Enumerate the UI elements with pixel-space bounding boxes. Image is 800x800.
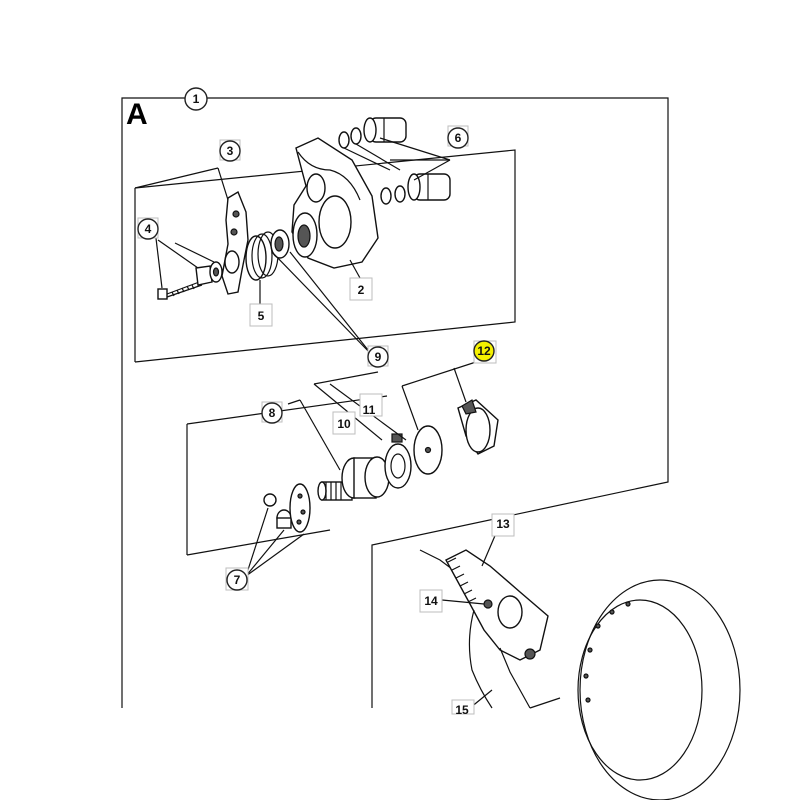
callout-11-label: 11: [363, 403, 376, 417]
callout-4: 4: [137, 217, 159, 240]
callout-3-label: 3: [227, 144, 234, 158]
bolt-assembly: [157, 261, 223, 300]
callout-6-label: 6: [455, 131, 462, 145]
callout-14: 14: [419, 589, 443, 613]
callout-12-label: 12: [477, 344, 491, 358]
pins: [263, 483, 311, 533]
bracket-body: [291, 137, 379, 269]
plate-disk: [413, 425, 443, 475]
callout-5-label: 5: [258, 309, 265, 323]
callout-8: 8: [261, 401, 283, 424]
callout-2-label: 2: [358, 283, 365, 297]
callout-7-label: 7: [234, 573, 241, 587]
callout-11: 11: [359, 393, 383, 417]
callout-7: 7: [225, 567, 249, 591]
callout-6: 6: [447, 125, 469, 149]
callout-13-label: 13: [496, 517, 510, 531]
detail-inset: [419, 523, 741, 800]
lower-group-frame: [186, 395, 388, 556]
callout-15-label: 15: [455, 703, 469, 717]
callout-10: 10: [332, 411, 356, 435]
callout-15: 15: [451, 699, 475, 717]
callout-8-label: 8: [269, 406, 276, 420]
spring: [245, 231, 279, 281]
lever-arm: [221, 190, 249, 295]
callout-2: 2: [349, 277, 373, 301]
cam-disk: [384, 433, 412, 489]
callout-4-label: 4: [145, 222, 152, 236]
section-letter: A: [126, 98, 148, 131]
callout-1: 1: [184, 87, 208, 111]
callout-14-label: 14: [424, 594, 438, 608]
callout-12: 12: [473, 340, 497, 364]
callout-1-label: 1: [193, 92, 200, 106]
callout-13: 13: [491, 513, 515, 537]
cam-segment: [457, 399, 499, 455]
callout-9-label: 9: [375, 350, 382, 364]
shaft-gear: [317, 456, 390, 501]
callout-3: 3: [219, 139, 241, 162]
callout-9: 9: [367, 345, 389, 368]
rollers-and-washers: [338, 117, 451, 205]
bushing: [270, 229, 290, 259]
callout-10-label: 10: [337, 417, 351, 431]
callout-5: 5: [249, 303, 273, 327]
outer-frame: [121, 97, 669, 708]
